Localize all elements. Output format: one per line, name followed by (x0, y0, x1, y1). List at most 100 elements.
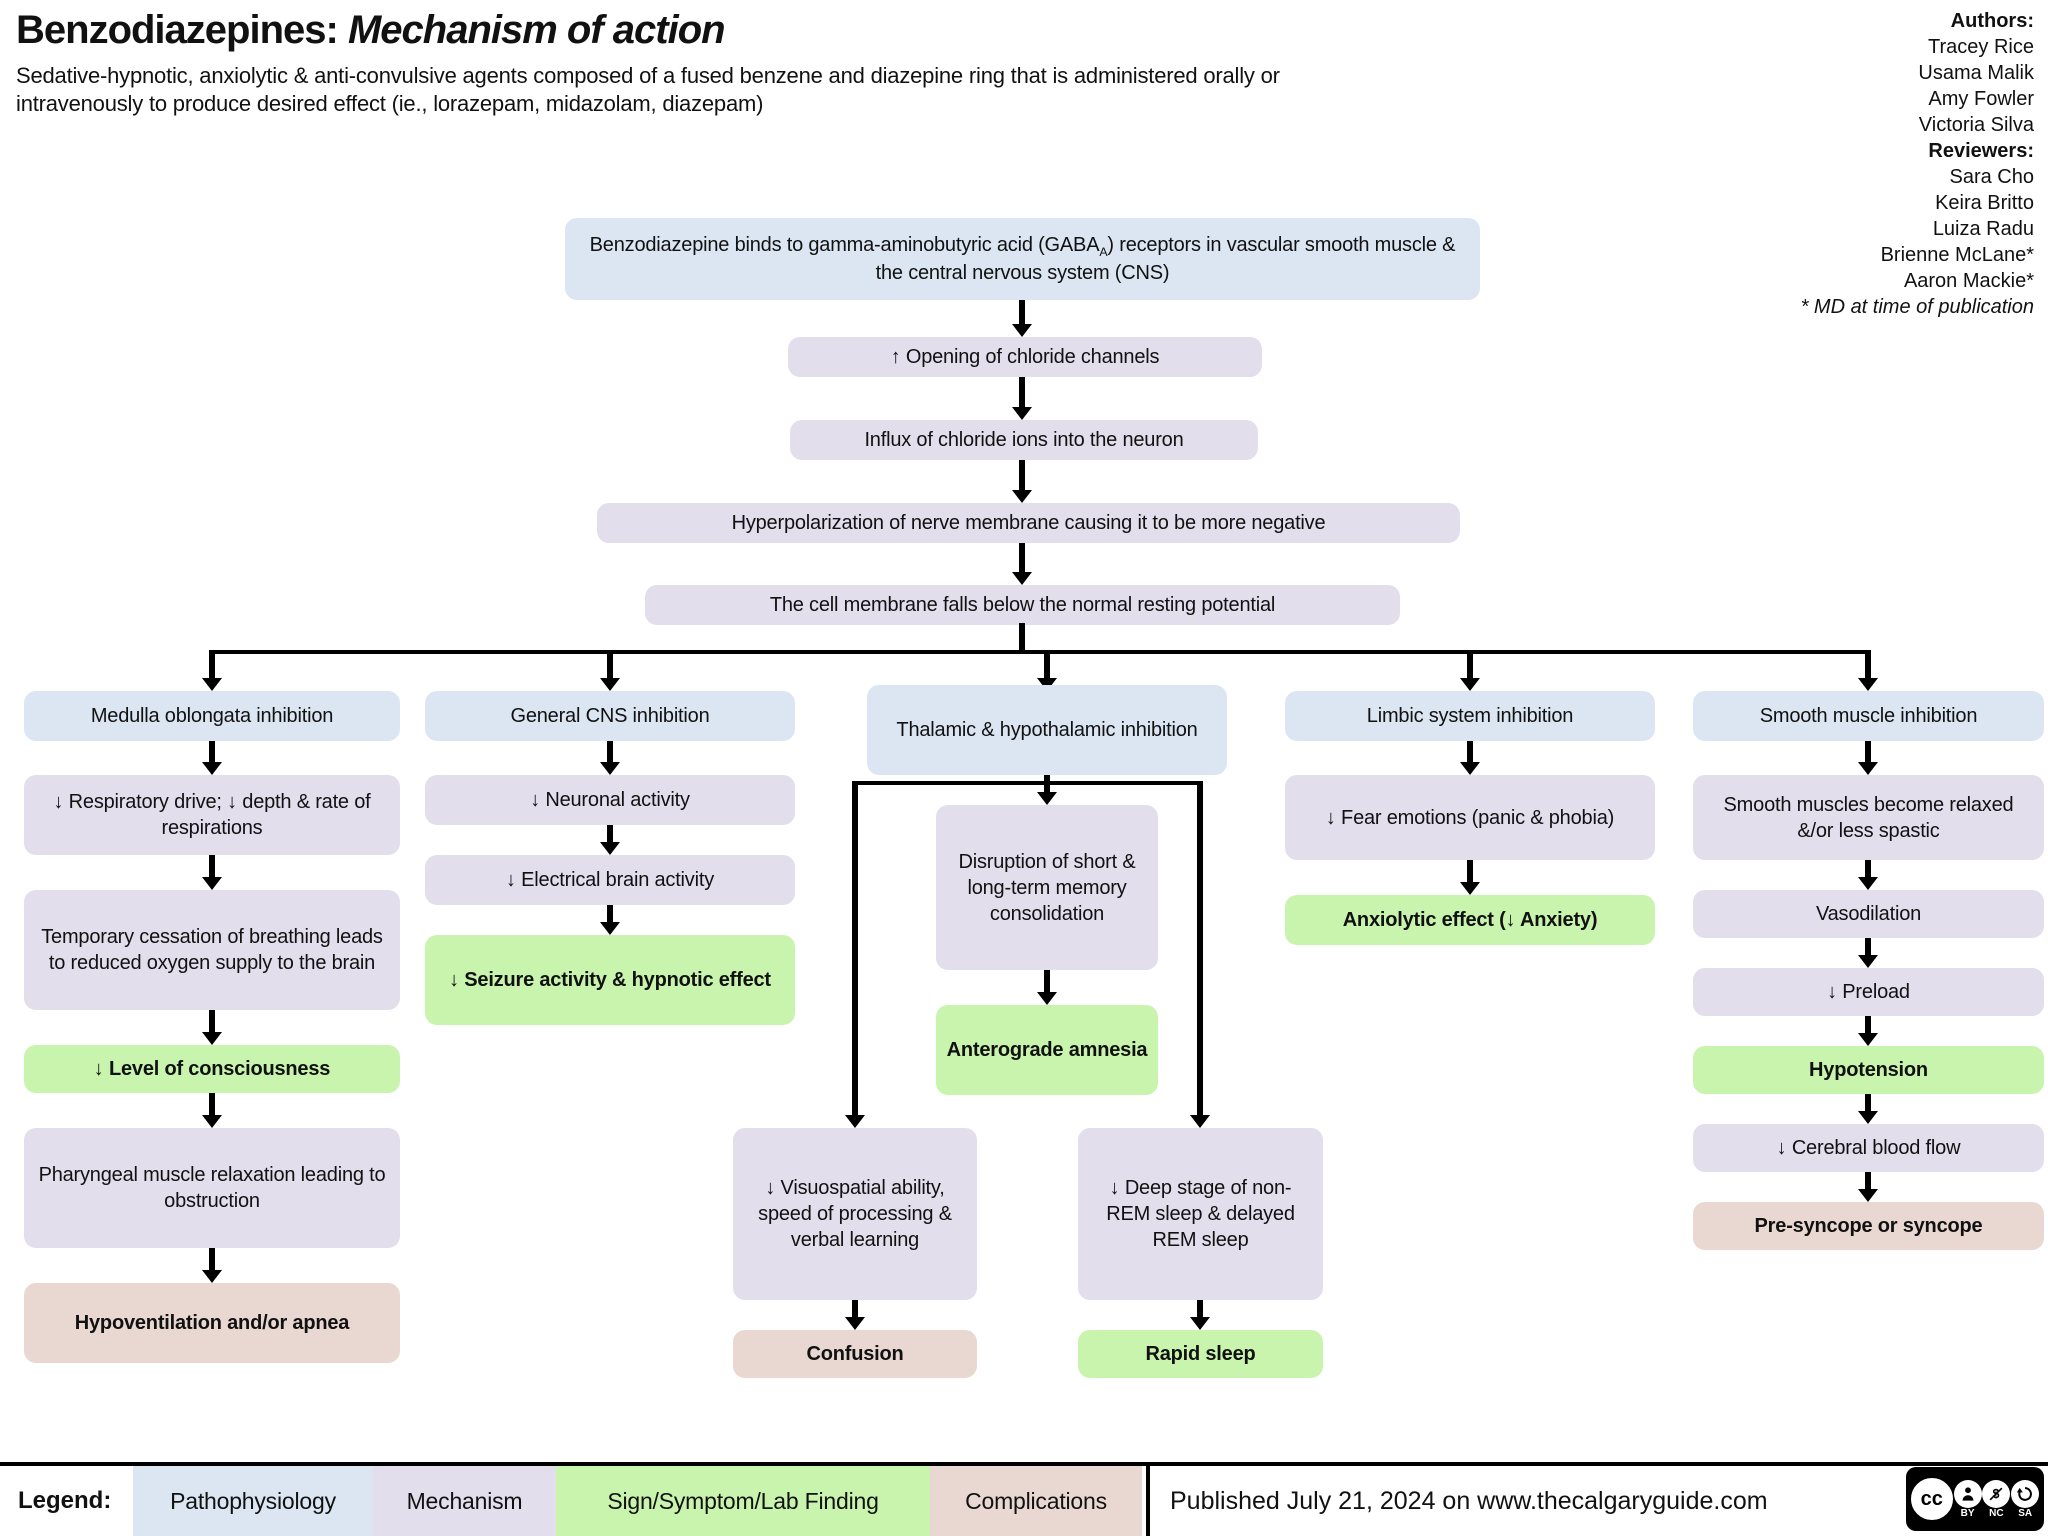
cc-sa-label: SA (2018, 1507, 2033, 1519)
node-seizure-hypnotic: ↓ Seizure activity & hypnotic effect (425, 935, 795, 1025)
node-electrical-brain-activity: ↓ Electrical brain activity (425, 855, 795, 905)
node-medulla-inhibition: Medulla oblongata inhibition (24, 691, 400, 741)
flow-arrow (1197, 1300, 1203, 1317)
connector-line (852, 781, 1203, 785)
flow-arrow (209, 1248, 215, 1270)
flow-arrow (607, 825, 613, 842)
cc-by-label: BY (1960, 1507, 1975, 1519)
flow-arrow (1044, 775, 1050, 792)
node-presyncope-syncope: Pre-syncope or syncope (1693, 1202, 2044, 1250)
attribution-person-icon (1953, 1479, 1982, 1508)
author-name: Tracey Rice (1928, 36, 2034, 58)
flow-arrow (1865, 938, 1871, 955)
node-visuospatial-ability: ↓ Visuospatial ability, speed of process… (733, 1128, 977, 1300)
flow-arrow (1865, 741, 1871, 762)
non-commercial-dollar-icon: $ (1982, 1479, 2011, 1508)
flow-arrow (1197, 781, 1203, 1115)
node-hyperpolarization: Hyperpolarization of nerve membrane caus… (597, 503, 1460, 543)
flow-arrow (607, 741, 613, 762)
page-subtitle: Sedative-hypnotic, anxiolytic & anti-con… (16, 63, 1280, 117)
node-neuronal-activity: ↓ Neuronal activity (425, 775, 795, 825)
flow-arrow (607, 905, 613, 922)
page-title: Benzodiazepines: Mechanism of action (16, 8, 726, 53)
flow-arrow (607, 652, 613, 678)
cc-logo-icon: cc (1910, 1478, 1953, 1520)
node-gaba-binding: Benzodiazepine binds to gamma-aminobutyr… (565, 218, 1480, 300)
flow-arrow (1019, 300, 1025, 324)
flow-arrow (1019, 377, 1025, 407)
legend-label: Legend: (18, 1487, 112, 1514)
cc-license-badge: cc BY $ NC SA (1906, 1467, 2044, 1531)
connector-line (209, 650, 1871, 654)
node-fear-emotions: ↓ Fear emotions (panic & phobia) (1285, 775, 1655, 860)
flow-arrow (1467, 652, 1473, 678)
flow-arrow (209, 1010, 215, 1032)
node-vasodilation: Vasodilation (1693, 890, 2044, 938)
node-breathing-cessation: Temporary cessation of breathing leads t… (24, 890, 400, 1010)
gaba-subscript: A (1099, 244, 1108, 259)
credits-block: Authors: Tracey Rice Usama Malik Amy Fow… (1801, 8, 2034, 320)
node-anxiolytic-effect: Anxiolytic effect (↓ Anxiety) (1285, 895, 1655, 945)
node-chloride-channels: ↑ Opening of chloride channels (788, 337, 1262, 377)
node-limbic-inhibition: Limbic system inhibition (1285, 691, 1655, 741)
flow-arrow (1019, 460, 1025, 490)
md-footnote: * MD at time of publication (1800, 296, 2034, 318)
footer-vertical-divider (1146, 1462, 1150, 1536)
author-name: Usama Malik (1918, 62, 2034, 84)
reviewer-name: Aaron Mackie* (1903, 270, 2034, 292)
connector-line (1019, 623, 1025, 652)
node-chloride-influx: Influx of chloride ions into the neuron (790, 420, 1258, 460)
flow-arrow (1044, 970, 1050, 992)
reviewer-name: Keira Britto (1935, 192, 2034, 214)
cc-sa-item: SA (2011, 1479, 2040, 1519)
flow-arrow (209, 855, 215, 877)
gaba-text-post: ) receptors in vascular smooth muscle & … (875, 233, 1456, 285)
flow-arrow (1044, 652, 1050, 678)
reviewer-name: Brienne McLane* (1880, 244, 2034, 266)
node-confusion: Confusion (733, 1330, 977, 1378)
gaba-text-pre: Benzodiazepine binds to gamma-aminobutyr… (589, 233, 1100, 256)
node-memory-disruption: Disruption of short & long-term memory c… (936, 805, 1158, 970)
flow-arrow (1865, 1094, 1871, 1111)
node-anterograde-amnesia: Anterograde amnesia (936, 1005, 1158, 1095)
title-emphasis: Mechanism of action (337, 8, 726, 52)
reviewer-name: Sara Cho (1949, 166, 2035, 188)
flow-arrow (1865, 652, 1871, 678)
node-cns-inhibition: General CNS inhibition (425, 691, 795, 741)
cc-by-item: BY (1953, 1479, 1982, 1519)
flow-arrow (1865, 1016, 1871, 1033)
node-resting-potential: The cell membrane falls below the normal… (645, 585, 1400, 625)
flow-arrow (1467, 860, 1473, 882)
node-smooth-muscle-inhibition: Smooth muscle inhibition (1693, 691, 2044, 741)
legend-item-complications: Complications (930, 1466, 1142, 1536)
title-main: Benzodiazepines: (16, 8, 339, 52)
node-muscles-relaxed: Smooth muscles become relaxed &/or less … (1693, 775, 2044, 860)
author-name: Victoria Silva (1918, 114, 2034, 136)
flow-arrow (1865, 1172, 1871, 1189)
flow-arrow (1019, 543, 1025, 572)
node-deep-sleep: ↓ Deep stage of non-REM sleep & delayed … (1078, 1128, 1323, 1300)
authors-label: Authors: (1950, 10, 2034, 32)
node-hypoventilation-apnea: Hypoventilation and/or apnea (24, 1283, 400, 1363)
node-respiratory-drive: ↓ Respiratory drive; ↓ depth & rate of r… (24, 775, 400, 855)
flow-arrow (852, 1300, 858, 1317)
node-preload: ↓ Preload (1693, 968, 2044, 1016)
node-hypotension: Hypotension (1693, 1046, 2044, 1094)
share-alike-arrow-icon (2011, 1479, 2040, 1508)
legend-item-mechanism: Mechanism (373, 1466, 556, 1536)
author-name: Amy Fowler (1928, 88, 2034, 110)
node-cerebral-blood-flow: ↓ Cerebral blood flow (1693, 1124, 2044, 1172)
cc-nc-label: NC (1989, 1507, 2004, 1519)
flow-arrow (852, 781, 858, 1115)
flow-arrow (209, 652, 215, 678)
legend-item-sign-symptom: Sign/Symptom/Lab Finding (556, 1466, 930, 1536)
flow-arrow (209, 741, 215, 762)
node-pharyngeal-relaxation: Pharyngeal muscle relaxation leading to … (24, 1128, 400, 1248)
node-thalamic-inhibition: Thalamic & hypothalamic inhibition (867, 685, 1227, 775)
cc-nc-item: $ NC (1982, 1479, 2011, 1519)
flow-arrow (1865, 860, 1871, 877)
reviewer-name: Luiza Radu (1932, 218, 2034, 240)
legend-item-pathophysiology: Pathophysiology (133, 1466, 373, 1536)
published-line: Published July 21, 2024 on www.thecalgar… (1170, 1486, 1768, 1515)
